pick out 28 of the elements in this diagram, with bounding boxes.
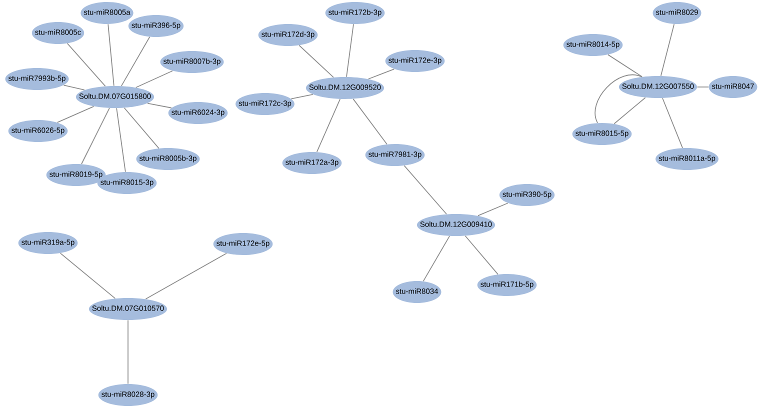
connector-line (594, 74, 642, 124)
connector-line (56, 106, 94, 123)
connector-line (368, 68, 395, 80)
connector-line (662, 98, 683, 148)
connector-line (145, 252, 227, 300)
connector-line (116, 108, 126, 172)
connector-line (63, 84, 85, 90)
connector-line (478, 202, 508, 216)
connector-line (422, 236, 450, 282)
connector-line (60, 252, 116, 299)
connector-line (81, 108, 110, 164)
connector-line (135, 70, 173, 88)
connector-line (66, 43, 106, 87)
connector-line (404, 165, 447, 215)
connector-line (352, 98, 388, 145)
connector-line (346, 24, 354, 78)
connector-line (124, 107, 160, 149)
connector-line (464, 235, 498, 275)
connector-line (614, 97, 646, 124)
connector-line (298, 44, 334, 78)
connector-line (147, 102, 172, 108)
connector-line (290, 94, 314, 100)
connector-line (120, 36, 150, 86)
connector-line (608, 54, 643, 78)
connector-line (660, 24, 675, 76)
connector-line (696, 86, 709, 88)
connector-line (108, 24, 114, 86)
connector-line (316, 98, 341, 152)
